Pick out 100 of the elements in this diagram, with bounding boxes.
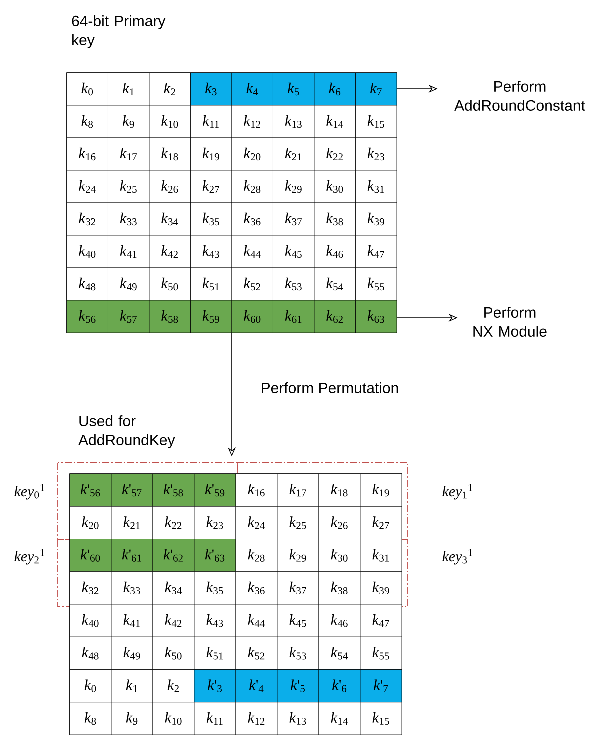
grid-cell: k$_{56}$ xyxy=(66,300,108,334)
grid-cell: k$_{51}$ xyxy=(194,636,236,670)
grid-cell: k$_{40}$ xyxy=(70,604,112,638)
grid-cell: k$_{15}$ xyxy=(356,105,398,138)
grid-cell: k$_{32}$ xyxy=(66,202,108,236)
grid-cell: k$_{23}$ xyxy=(356,138,398,171)
grid-cell: k'$_{7}$ xyxy=(360,670,402,703)
grid-cell: k'$_{59}$ xyxy=(194,474,236,507)
grid-cell: k$_{36}$ xyxy=(232,202,274,236)
grid-cell: k$_{6}$ xyxy=(314,72,356,106)
grid-cell: k'$_{5}$ xyxy=(277,670,320,703)
grid-cell: k$_{27}$ xyxy=(360,506,402,540)
grid-cell: k$_{62}$ xyxy=(314,300,356,334)
grid-cell: k$_{10}$ xyxy=(152,702,195,736)
grid-cell: k$_{21}$ xyxy=(111,506,154,540)
grid-cell: k$_{7}$ xyxy=(356,72,398,106)
grid-cell: k$_{14}$ xyxy=(318,702,361,736)
grid-cell: k$_{58}$ xyxy=(149,300,191,334)
grid-cell: k$_{0}$ xyxy=(66,72,108,106)
grid-cell: k$_{46}$ xyxy=(318,604,361,638)
grid-cell: k$_{9}$ xyxy=(108,105,150,138)
grid-cell: k$_{54}$ xyxy=(318,636,361,670)
grid-cell: k$_{53}$ xyxy=(277,636,320,670)
grid-cell: k$_{52}$ xyxy=(236,636,278,670)
grid-cell: k$_{1}$ xyxy=(108,72,150,106)
grid-cell: k$_{4}$ xyxy=(232,72,274,106)
grid-cell: k$_{33}$ xyxy=(108,202,150,236)
grid-cell: k$_{30}$ xyxy=(318,539,361,572)
group-label: key$_{3}$1 xyxy=(442,549,473,565)
grid-cell: k$_{38}$ xyxy=(318,572,361,605)
grid-cell: k$_{19}$ xyxy=(190,138,232,171)
grid-cell: k$_{38}$ xyxy=(314,202,356,236)
grid-cell: k$_{26}$ xyxy=(149,170,191,204)
grid-cell: k'$_{4}$ xyxy=(236,670,278,703)
grid-cell: k$_{44}$ xyxy=(232,235,274,268)
grid-cell: k$_{42}$ xyxy=(149,235,191,268)
grid-cell: k$_{55}$ xyxy=(360,636,402,670)
grid-cell: k$_{35}$ xyxy=(194,572,236,605)
grid-cell: k$_{2}$ xyxy=(152,670,195,703)
grid-cell: k$_{41}$ xyxy=(111,604,154,638)
grid-cell: k$_{22}$ xyxy=(314,138,356,171)
grid-cell: k$_{36}$ xyxy=(236,572,278,605)
grid-cell: k$_{18}$ xyxy=(149,138,191,171)
operation-text: Perform NX Module xyxy=(474,307,547,337)
grid-cell: k$_{13}$ xyxy=(277,702,320,736)
grid-cell: k$_{37}$ xyxy=(273,202,315,236)
grid-cell: k$_{25}$ xyxy=(277,506,320,540)
operation-text: Perform AddRoundConstant xyxy=(454,81,586,111)
grid-cell: k$_{34}$ xyxy=(152,572,195,605)
grid-cell: k$_{28}$ xyxy=(232,170,274,204)
grid-cell: k$_{39}$ xyxy=(360,572,402,605)
grid-cell: k$_{29}$ xyxy=(273,170,315,204)
grid-cell: k$_{21}$ xyxy=(273,138,315,171)
group-label: key$_{1}$1 xyxy=(442,484,473,500)
grid-cell: k$_{12}$ xyxy=(232,105,274,138)
grid-cell: k$_{25}$ xyxy=(108,170,150,204)
grid-cell: k$_{59}$ xyxy=(190,300,232,334)
grid-cell: k$_{2}$ xyxy=(149,72,191,106)
grid-cell: k$_{17}$ xyxy=(108,138,150,171)
grid-cell: k$_{61}$ xyxy=(273,300,315,334)
grid-cell: k$_{44}$ xyxy=(236,604,278,638)
grid-cell: k$_{28}$ xyxy=(236,539,278,572)
grid-cell: k$_{29}$ xyxy=(277,539,320,572)
grid-heading: Used for AddRoundKey xyxy=(78,416,176,448)
grid-cell: k$_{57}$ xyxy=(108,300,150,334)
grid-cell: k$_{32}$ xyxy=(70,572,112,605)
grid-cell: k$_{30}$ xyxy=(314,170,356,204)
grid-cell: k$_{42}$ xyxy=(152,604,195,638)
grid-cell: k$_{31}$ xyxy=(356,170,398,204)
grid-cell: k$_{3}$ xyxy=(190,72,232,106)
grid-cell: k$_{27}$ xyxy=(190,170,232,204)
grid-cell: k$_{0}$ xyxy=(70,670,112,703)
grid-cell: k$_{43}$ xyxy=(194,604,236,638)
grid-cell: k'$_{57}$ xyxy=(111,474,154,507)
grid-cell: k$_{45}$ xyxy=(273,235,315,268)
grid-cell: k$_{54}$ xyxy=(314,268,356,301)
grid-cell: k$_{24}$ xyxy=(236,506,278,540)
grid-cell: k$_{53}$ xyxy=(273,268,315,301)
grid-cell: k$_{45}$ xyxy=(277,604,320,638)
grid-cell: k'$_{61}$ xyxy=(111,539,154,572)
grid-cell: k$_{12}$ xyxy=(236,702,278,736)
grid-cell: k$_{18}$ xyxy=(318,474,361,507)
grid-cell: k$_{8}$ xyxy=(66,105,108,138)
grid-cell: k'$_{56}$ xyxy=(70,474,112,507)
grid-cell: k$_{9}$ xyxy=(111,702,154,736)
grid-cell: k$_{60}$ xyxy=(232,300,274,334)
grid-cell: k'$_{62}$ xyxy=(152,539,195,572)
grid-cell: k'$_{63}$ xyxy=(194,539,236,572)
grid-cell: k$_{26}$ xyxy=(318,506,361,540)
grid-cell: k$_{52}$ xyxy=(232,268,274,301)
grid-cell: k$_{48}$ xyxy=(66,268,108,301)
grid-cell: k$_{41}$ xyxy=(108,235,150,268)
edge-label: Perform Permutation xyxy=(258,380,402,396)
grid-cell: k$_{43}$ xyxy=(190,235,232,268)
grid-cell: k$_{20}$ xyxy=(70,506,112,540)
grid-cell: k$_{55}$ xyxy=(356,268,398,301)
grid-cell: k$_{31}$ xyxy=(360,539,402,572)
grid-cell: k$_{11}$ xyxy=(194,702,236,736)
grid-cell: k$_{34}$ xyxy=(149,202,191,236)
grid-cell: k$_{49}$ xyxy=(111,636,154,670)
